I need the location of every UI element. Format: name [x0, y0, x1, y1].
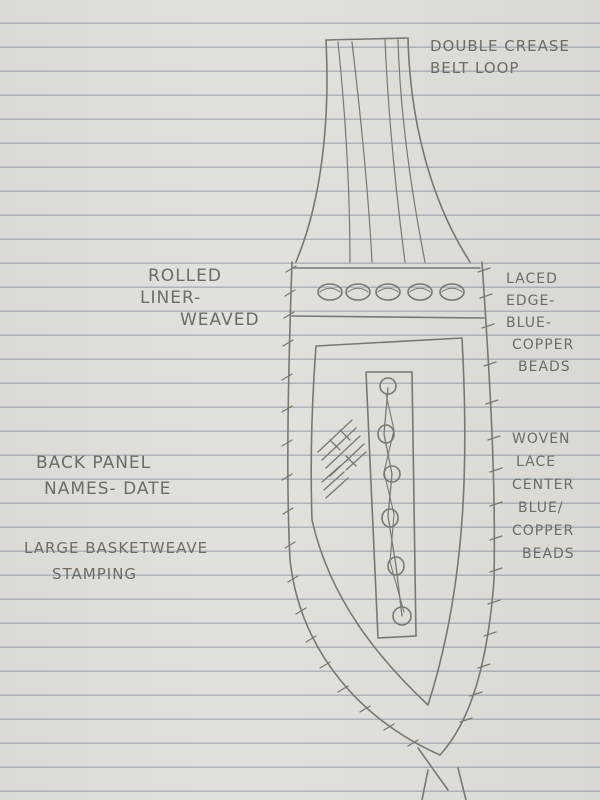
- label-line: LACE: [512, 451, 575, 474]
- label-line: LARGE BASKETWEAVE: [24, 535, 208, 561]
- label-line: LINER-: [140, 287, 260, 309]
- label-line: BELT LOOP: [430, 57, 570, 79]
- label-line: BEADS: [506, 356, 574, 378]
- label-line: STAMPING: [24, 561, 208, 587]
- label-line: COPPER: [512, 520, 575, 543]
- label-line: BEADS: [512, 543, 575, 566]
- label-line: BLUE-: [506, 312, 574, 334]
- label-basketweave: LARGE BASKETWEAVE STAMPING: [24, 535, 208, 587]
- label-line: WOVEN: [512, 428, 575, 451]
- label-line: CENTER: [512, 474, 575, 497]
- label-laced-edge: LACED EDGE- BLUE- COPPER BEADS: [506, 268, 574, 378]
- basketweave-stamping: [318, 420, 366, 498]
- sheath-body: [288, 262, 495, 800]
- label-line: DOUBLE CREASE: [430, 35, 570, 57]
- label-line: NAMES- DATE: [36, 476, 171, 502]
- rolled-liner-band: [292, 268, 484, 318]
- label-line: EDGE-: [506, 290, 574, 312]
- label-woven-lace: WOVEN LACE CENTER BLUE/ COPPER BEADS: [512, 428, 575, 566]
- label-rolled-liner: ROLLED LINER- WEAVED: [140, 265, 260, 331]
- label-line: COPPER: [506, 334, 574, 356]
- label-line: ROLLED: [140, 265, 260, 287]
- center-lace-strip: [366, 372, 416, 638]
- label-line: BLUE/: [512, 497, 575, 520]
- label-belt-loop: DOUBLE CREASE BELT LOOP: [430, 35, 570, 79]
- label-line: WEAVED: [140, 309, 260, 331]
- label-back-panel: BACK PANEL NAMES- DATE: [36, 450, 171, 502]
- label-line: LACED: [506, 268, 574, 290]
- label-line: BACK PANEL: [36, 450, 171, 476]
